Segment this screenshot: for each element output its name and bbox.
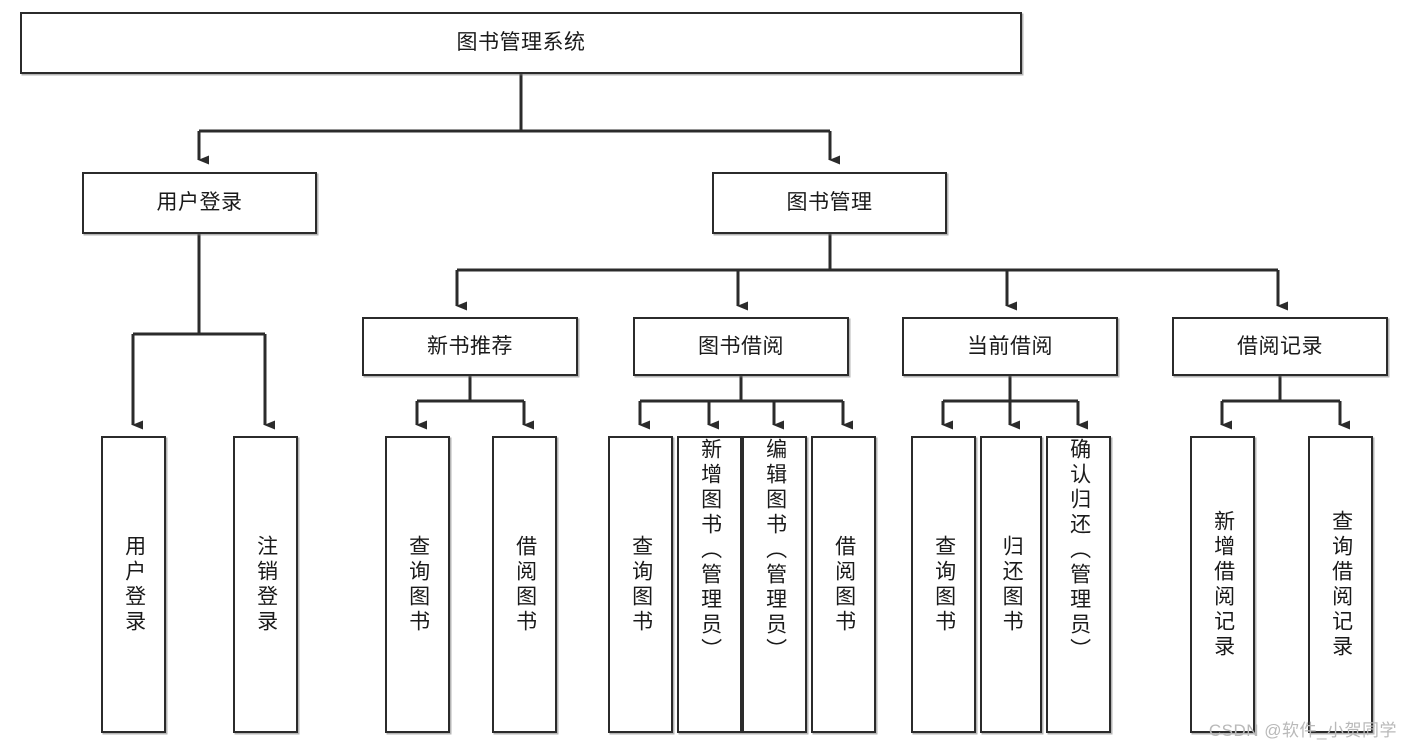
node-root-label: 图书管理系统 <box>456 31 586 55</box>
node-new-book-recommend-label: 新书推荐 <box>427 334 513 358</box>
node-borrow-record[interactable]: 借阅记录 <box>1172 317 1388 376</box>
node-leaf-logout-login-label: 注销登录 <box>254 534 278 635</box>
node-leaf-add-record-label: 新增借阅记录 <box>1211 509 1235 660</box>
node-leaf-add-record[interactable]: 新增借阅记录 <box>1190 436 1255 733</box>
node-leaf-logout-login[interactable]: 注销登录 <box>233 436 298 733</box>
node-leaf-borrow-book-1[interactable]: 借阅图书 <box>492 436 557 733</box>
watermark-text: CSDN @软件_小贺同学 <box>1208 721 1397 740</box>
node-leaf-add-book[interactable]: 新增图书（管理员） <box>677 436 742 733</box>
node-book-borrow-label: 图书借阅 <box>698 334 784 358</box>
node-book-management[interactable]: 图书管理 <box>712 172 947 234</box>
node-leaf-return-book[interactable]: 归还图书 <box>980 436 1042 733</box>
node-leaf-query-record-label: 查询借阅记录 <box>1329 509 1353 660</box>
node-leaf-user-login-label: 用户登录 <box>122 534 146 635</box>
node-leaf-edit-book[interactable]: 编辑图书（管理员） <box>742 436 807 733</box>
node-leaf-borrow-book-1-label: 借阅图书 <box>513 534 537 635</box>
node-leaf-add-book-label: 新增图书（管理员） <box>698 438 722 663</box>
node-leaf-confirm-return-label: 确认归还（管理员） <box>1067 438 1091 663</box>
node-leaf-confirm-return[interactable]: 确认归还（管理员） <box>1046 436 1111 733</box>
node-leaf-user-login[interactable]: 用户登录 <box>101 436 166 733</box>
node-borrow-record-label: 借阅记录 <box>1237 334 1323 358</box>
node-current-borrow[interactable]: 当前借阅 <box>902 317 1118 376</box>
node-leaf-query-book-2-label: 查询图书 <box>629 534 653 635</box>
node-current-borrow-label: 当前借阅 <box>967 334 1053 358</box>
node-leaf-borrow-book-2-label: 借阅图书 <box>832 534 856 635</box>
node-leaf-borrow-book-2[interactable]: 借阅图书 <box>811 436 876 733</box>
node-leaf-edit-book-label: 编辑图书（管理员） <box>763 438 787 663</box>
node-user-login-label: 用户登录 <box>156 191 243 215</box>
node-leaf-query-book-1-label: 查询图书 <box>406 534 430 635</box>
node-user-login[interactable]: 用户登录 <box>82 172 317 234</box>
node-leaf-return-book-label: 归还图书 <box>1000 534 1024 635</box>
node-leaf-query-book-1[interactable]: 查询图书 <box>385 436 450 733</box>
node-leaf-query-book-3[interactable]: 查询图书 <box>911 436 976 733</box>
node-leaf-query-book-2[interactable]: 查询图书 <box>608 436 673 733</box>
node-root[interactable]: 图书管理系统 <box>20 12 1022 74</box>
node-leaf-query-record[interactable]: 查询借阅记录 <box>1308 436 1373 733</box>
node-new-book-recommend[interactable]: 新书推荐 <box>362 317 578 376</box>
node-leaf-query-book-3-label: 查询图书 <box>932 534 956 635</box>
node-book-borrow[interactable]: 图书借阅 <box>633 317 849 376</box>
node-book-management-label: 图书管理 <box>786 191 873 215</box>
